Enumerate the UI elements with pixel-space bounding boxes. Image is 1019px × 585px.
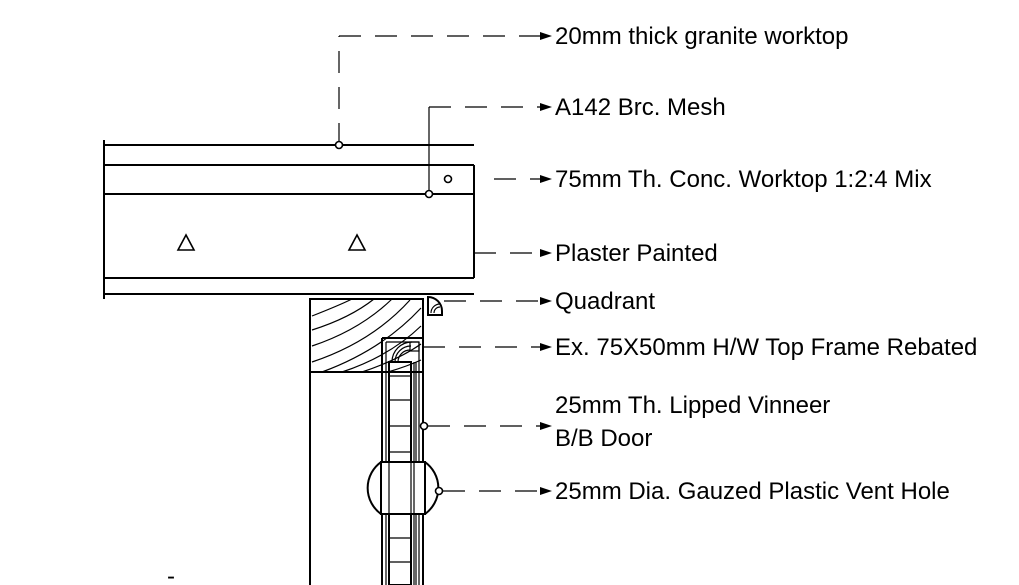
label-door-line2: B/B Door <box>555 425 652 452</box>
timber-frame-block <box>309 298 424 585</box>
worktop-slab <box>103 140 475 299</box>
leader-mesh <box>424 103 552 199</box>
leader-frame <box>423 343 552 351</box>
vent-hole <box>366 461 440 515</box>
label-granite-worktop: 20mm thick granite worktop <box>555 23 848 50</box>
label-concrete-worktop: 75mm Th. Conc. Worktop 1:2:4 Mix <box>555 166 932 193</box>
label-plaster: Plaster Painted <box>555 240 718 267</box>
leader-granite <box>334 32 552 150</box>
label-mesh: A142 Brc. Mesh <box>555 94 726 121</box>
leader-vent <box>434 486 552 496</box>
leader-plaster <box>474 249 552 257</box>
label-top-frame: Ex. 75X50mm H/W Top Frame Rebated <box>555 334 977 361</box>
label-door-line1: 25mm Th. Lipped Vinneer <box>555 392 830 419</box>
triangle-marker-right <box>347 233 367 251</box>
leader-quadrant <box>444 297 552 305</box>
leader-concrete <box>443 174 552 184</box>
label-vent-hole: 25mm Dia. Gauzed Plastic Vent Hole <box>555 478 950 505</box>
triangle-marker-left <box>176 233 196 251</box>
minus-mark: - <box>167 563 175 585</box>
quadrant-bead <box>427 295 443 316</box>
label-quadrant: Quadrant <box>555 288 655 315</box>
leader-door <box>419 421 552 431</box>
